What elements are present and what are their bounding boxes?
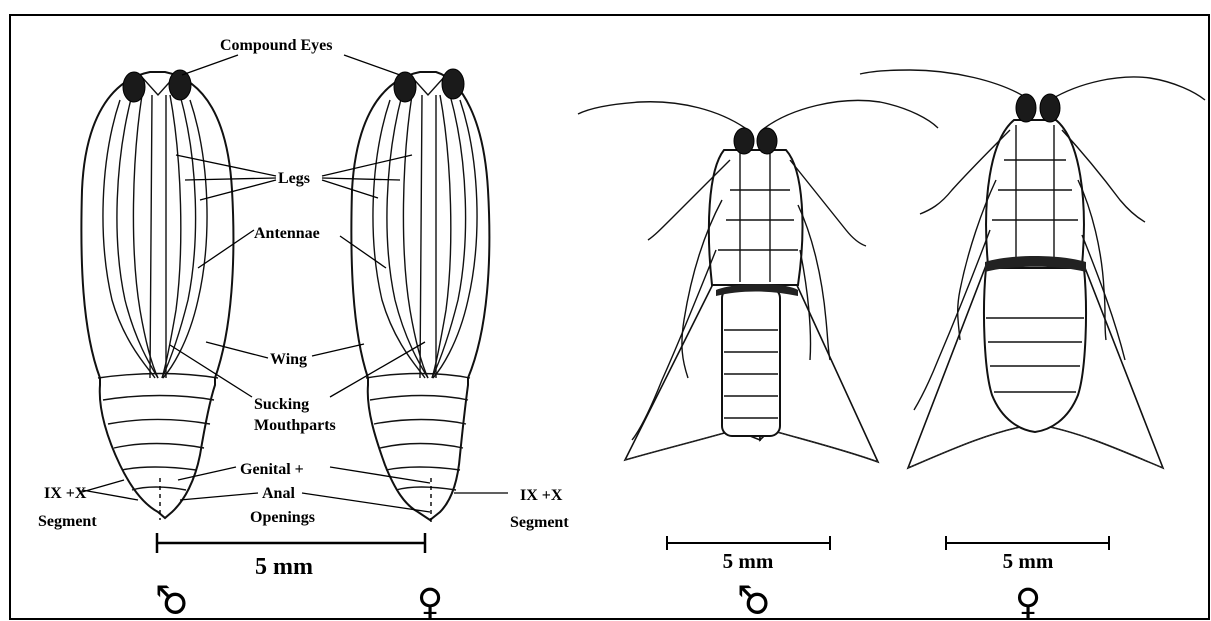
adult-male-scale-label: 5 mm	[723, 549, 774, 573]
male-symbol-pupa: ♂	[150, 583, 194, 617]
female-symbol-adult: ♀	[1015, 582, 1041, 621]
adult-female-antenna-left	[860, 70, 1030, 100]
female-symbol-pupa: ♀	[417, 582, 443, 621]
adult-male-right-eye	[757, 128, 777, 154]
adult-female-abdomen	[984, 268, 1086, 432]
adult-male-moth	[578, 100, 938, 462]
label-sucking: Sucking	[254, 396, 309, 413]
male-pupa	[81, 70, 233, 518]
leader-compound-eyes-right	[344, 55, 400, 75]
adult-male-left-eye	[734, 128, 754, 154]
label-antennae: Antennae	[254, 225, 320, 242]
female-pupa-left-eye	[394, 72, 416, 102]
label-openings: Openings	[250, 509, 315, 526]
adult-male-antenna-right	[762, 100, 938, 130]
label-genital: Genital +	[240, 461, 304, 478]
male-pupa-body-outline	[81, 72, 233, 518]
leader-segment-left-2	[82, 480, 124, 492]
adult-female-antenna-right	[1050, 77, 1205, 100]
male-pupa-left-eye	[123, 72, 145, 102]
label-wing: Wing	[270, 351, 307, 368]
female-pupa-right-eye	[442, 69, 464, 99]
male-symbol-adult: ♂	[732, 583, 776, 617]
label-anal: Anal	[262, 485, 295, 502]
leader-compound-eyes-left	[182, 55, 238, 75]
label-legs: Legs	[278, 170, 310, 187]
label-segment-right-1: IX +X	[520, 487, 563, 504]
adult-male-thorax	[709, 150, 803, 285]
label-segment-left-1: IX +X	[44, 485, 87, 502]
adult-female-scale-bar: 5 mm	[946, 536, 1109, 573]
adult-female-thorax	[986, 120, 1084, 265]
adult-male-scale-bar: 5 mm	[667, 536, 830, 573]
adult-female-moth	[860, 70, 1205, 468]
label-segment-left-2: Segment	[38, 513, 97, 530]
adult-female-right-eye	[1040, 94, 1060, 122]
label-compound-eyes: Compound Eyes	[220, 37, 332, 54]
male-pupa-right-eye	[169, 70, 191, 100]
leader-segment-left-1	[82, 490, 138, 500]
label-mouthparts: Mouthparts	[254, 417, 336, 434]
adult-male-abdomen	[722, 288, 780, 436]
adult-male-antenna-left	[578, 102, 748, 130]
pupa-scale-bar: 5 mm	[157, 533, 425, 580]
leader-anal-m	[180, 493, 258, 500]
leader-wing-f	[312, 344, 364, 356]
adult-female-scale-label: 5 mm	[1003, 549, 1054, 573]
label-segment-right-2: Segment	[510, 514, 569, 531]
pupa-scale-label: 5 mm	[255, 554, 313, 580]
adult-female-left-eye	[1016, 94, 1036, 122]
female-pupa	[351, 69, 489, 520]
